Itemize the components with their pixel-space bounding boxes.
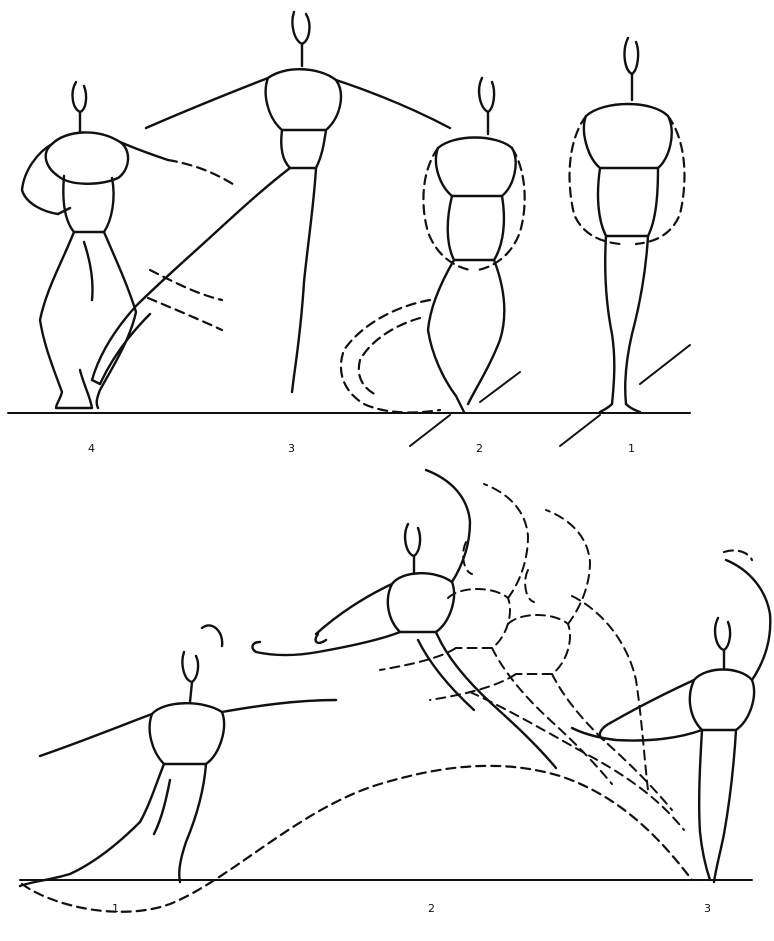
top-floor-diagonal: [410, 415, 450, 446]
figure-jump-2-ghost: [430, 510, 672, 810]
motion-arc-pose-4: [150, 270, 222, 300]
top-step-label: 1: [628, 442, 635, 455]
motion-arc-pose-2: [359, 318, 420, 396]
top-floor-diagonal: [640, 345, 690, 384]
motion-arc-pose-2: [478, 148, 525, 270]
figure-pose-3: [92, 12, 450, 392]
motion-arc-jump-3: [724, 550, 752, 560]
motion-arc-pose-1: [636, 116, 684, 244]
motion-arc-pose-4: [148, 298, 222, 330]
figure-jump-1: [20, 625, 336, 886]
bottom-step-label: 1: [112, 902, 119, 915]
figure-pose-2: [428, 78, 516, 412]
figure-pose-4: [22, 82, 168, 408]
top-floor-diagonal: [480, 372, 520, 402]
figure-jump-3: [572, 560, 770, 882]
motion-arc-pose-4: [168, 160, 236, 186]
top-step-label: 2: [476, 442, 483, 455]
motion-arc-pose-2: [423, 148, 470, 270]
top-panel: 4 3 2 1: [8, 12, 690, 455]
top-floor-diagonal: [560, 415, 600, 446]
top-step-label: 4: [88, 442, 95, 455]
figure-jump-2-ghost: [380, 484, 612, 784]
motion-arc-pose-2: [341, 300, 440, 412]
bottom-step-label: 3: [704, 902, 711, 915]
bottom-step-label: 2: [428, 902, 435, 915]
bottom-panel: 1 2 3: [20, 470, 770, 915]
top-step-label: 3: [288, 442, 295, 455]
motion-arc-pose-1: [570, 116, 620, 244]
figure-pose-1: [584, 38, 672, 412]
figure-jump-2: [253, 470, 556, 768]
